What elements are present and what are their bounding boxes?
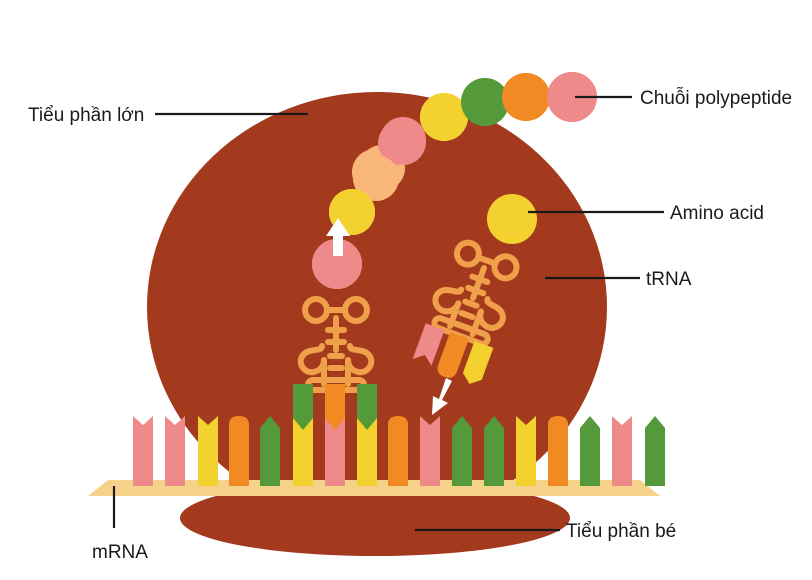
mrna-codon xyxy=(388,416,408,486)
anticodon xyxy=(437,332,469,378)
anticodon xyxy=(357,384,377,430)
mrna-codon xyxy=(293,416,313,486)
large-subunit-body xyxy=(147,92,607,522)
polypeptide-bead xyxy=(547,72,597,122)
bound-trna-anticodons xyxy=(293,384,377,430)
mrna-codon xyxy=(165,416,185,486)
mrna-codon xyxy=(229,416,249,486)
anticodon xyxy=(462,341,494,384)
mrna-codon xyxy=(357,416,377,486)
polypeptide-chain xyxy=(312,72,597,289)
polypeptide-bead xyxy=(312,239,362,289)
mrna-codons xyxy=(133,416,665,486)
mrna-codon xyxy=(198,416,218,486)
small-subunit-label: Tiểu phần bé xyxy=(566,521,676,542)
anticodon xyxy=(325,384,345,430)
mrna-codon xyxy=(133,416,153,486)
mrna-codon xyxy=(484,416,504,486)
mrna-label: mRNA xyxy=(92,542,148,563)
mrna-codon xyxy=(325,416,345,486)
trna-label: tRNA xyxy=(646,269,692,290)
mrna-codon xyxy=(516,416,536,486)
trna-entry-arrow xyxy=(432,378,452,415)
large-subunit-label: Tiểu phần lớn xyxy=(28,105,144,126)
polypeptide-bead xyxy=(502,73,550,121)
amino-acid-label: Amino acid xyxy=(670,203,764,224)
amino-acid-bead xyxy=(487,194,537,244)
mrna-codon xyxy=(260,416,280,486)
anticodon xyxy=(412,323,445,366)
polypeptide-bead xyxy=(353,155,399,201)
mrna-codon xyxy=(612,416,632,486)
polypeptide-bead xyxy=(420,93,468,141)
mrna-codon xyxy=(580,416,600,486)
mrna-codon xyxy=(452,416,472,486)
mrna-codon xyxy=(548,416,568,486)
peptide-bond-arrow xyxy=(326,218,350,256)
mrna-codon xyxy=(420,416,440,486)
polypeptide-bead xyxy=(378,121,422,165)
mrna-codon xyxy=(645,416,665,486)
incoming-trna-anticodons xyxy=(412,323,494,384)
small-subunit-body xyxy=(180,480,570,556)
polypeptide-bead xyxy=(461,78,509,126)
polypeptide-label: Chuỗi polypeptide xyxy=(640,87,792,109)
anticodon xyxy=(293,384,313,430)
